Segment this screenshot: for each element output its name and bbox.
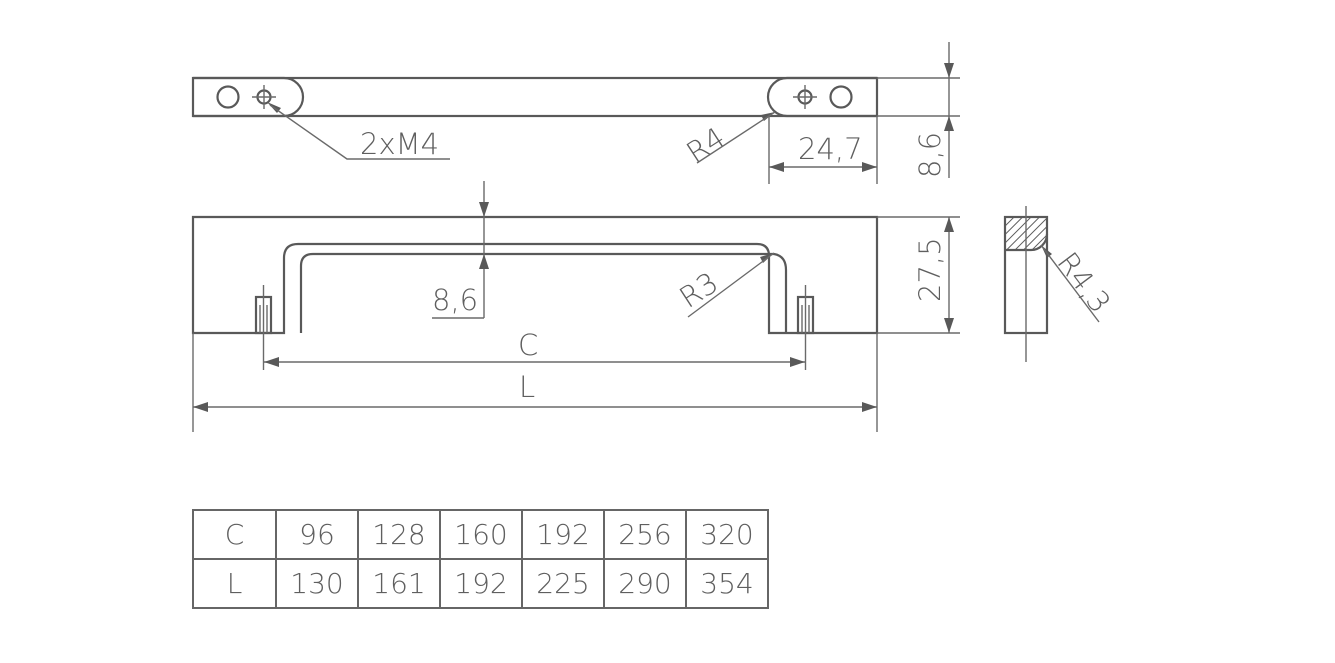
left-slot <box>193 76 305 118</box>
table-row: L 130 161 192 225 290 354 <box>192 558 769 609</box>
end-radius-callout: R4 <box>680 111 776 170</box>
front-view: 8,6 R3 27,5 C <box>191 181 960 432</box>
section-radius-callout: R4,3 <box>1040 244 1117 323</box>
left-screw <box>254 285 273 370</box>
top-view-outline <box>191 76 879 118</box>
inner-radius-label: R3 <box>673 265 724 315</box>
table-cell: 128 <box>357 509 441 560</box>
inner-thickness-dimension: 8,6 <box>432 181 489 319</box>
table-cell: 256 <box>603 509 687 560</box>
length-dimension: L <box>192 333 878 432</box>
height-label: 27,5 <box>913 237 947 302</box>
inner-thickness-label: 8,6 <box>432 283 478 317</box>
left-hole <box>216 85 240 109</box>
length-label: L <box>519 370 535 404</box>
section-radius-label: R4,3 <box>1050 246 1117 319</box>
thread-callout: 2xM4 <box>267 102 450 161</box>
inner-radius-callout: R3 <box>673 252 775 318</box>
row-header-l: L <box>192 558 277 609</box>
right-slot <box>766 76 877 118</box>
table-cell: 130 <box>275 558 359 609</box>
size-table: C 96 128 160 192 256 320 L 130 161 192 2… <box>192 509 769 609</box>
table-cell: 192 <box>439 558 523 609</box>
table-cell: 320 <box>685 509 769 560</box>
top-thickness-label: 8,6 <box>913 132 947 178</box>
table-cell: 225 <box>521 558 605 609</box>
center-distance-dimension: C <box>264 328 805 367</box>
table-cell: 192 <box>521 509 605 560</box>
table-cell: 354 <box>685 558 769 609</box>
table-cell: 96 <box>275 509 359 560</box>
table-cell: 161 <box>357 558 441 609</box>
table-row: C 96 128 160 192 256 320 <box>192 509 769 560</box>
hole-offset-label: 24,7 <box>798 132 863 166</box>
height-dimension: 27,5 <box>877 216 960 334</box>
hole-offset-dimension: 24,7 <box>768 116 878 184</box>
handle-inner-line <box>299 252 788 333</box>
row-header-c: C <box>192 509 277 560</box>
right-hole <box>829 85 853 109</box>
table-cell: 290 <box>603 558 687 609</box>
handle-outline <box>191 215 879 335</box>
top-thickness-dimension: 8,6 <box>877 42 960 178</box>
top-view: 2xM4 R4 24,7 8,6 <box>191 42 960 184</box>
thread-label: 2xM4 <box>360 127 439 161</box>
end-radius-label: R4 <box>680 120 731 170</box>
center-distance-label: C <box>518 328 538 362</box>
section-view: R4,3 <box>1003 206 1117 362</box>
table-cell: 160 <box>439 509 523 560</box>
right-screw <box>796 285 815 370</box>
